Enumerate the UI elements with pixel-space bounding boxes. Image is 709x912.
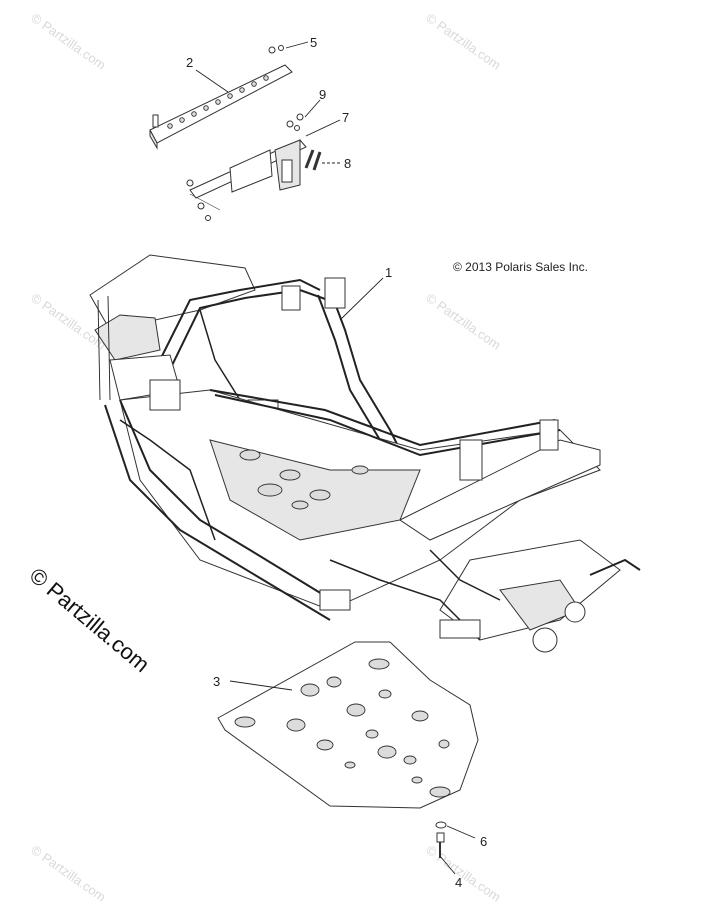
part-8-screws: [304, 149, 322, 171]
part-6-washer: [435, 821, 447, 829]
part-5-bolt: [268, 45, 284, 54]
watermark-bottom-left: © Partzilla.com: [28, 842, 108, 905]
leader-7: [305, 119, 341, 137]
part-1-main-frame: [89, 254, 641, 653]
part-9-nuts: [286, 113, 304, 131]
part-3-skid-plate: [217, 641, 479, 809]
callout-9: 9: [319, 87, 326, 102]
callout-2: 2: [186, 55, 193, 70]
callout-8: 8: [344, 156, 351, 171]
callout-7: 7: [342, 110, 349, 125]
watermark-top-right: © Partzilla.com: [423, 10, 503, 73]
copyright-notice: © 2013 Polaris Sales Inc.: [453, 260, 588, 274]
part-2-rail: [149, 64, 293, 150]
leader-2: [195, 69, 229, 93]
partzilla-watermark: © Partzilla.com: [25, 563, 155, 677]
callout-3: 3: [213, 674, 220, 689]
leader-6: [446, 825, 476, 839]
callout-1: 1: [385, 265, 392, 280]
callout-5: 5: [310, 35, 317, 50]
leader-3: [229, 680, 293, 691]
part-4-bolt: [436, 832, 445, 858]
callout-6: 6: [480, 834, 487, 849]
leader-1: [339, 277, 384, 321]
leader-5: [285, 41, 309, 49]
watermark-top-left: © Partzilla.com: [28, 10, 108, 73]
callout-4: 4: [455, 875, 462, 890]
leader-lines: [195, 41, 476, 875]
callouts: 2 5 9 7 8 1 3 6 4: [186, 35, 487, 890]
leader-4: [439, 855, 456, 875]
leader-9: [304, 99, 321, 118]
watermark-bottom-right: © Partzilla.com: [423, 842, 503, 905]
watermark-mid-right: © Partzilla.com: [423, 290, 503, 353]
part-7-bracket: [186, 139, 307, 221]
